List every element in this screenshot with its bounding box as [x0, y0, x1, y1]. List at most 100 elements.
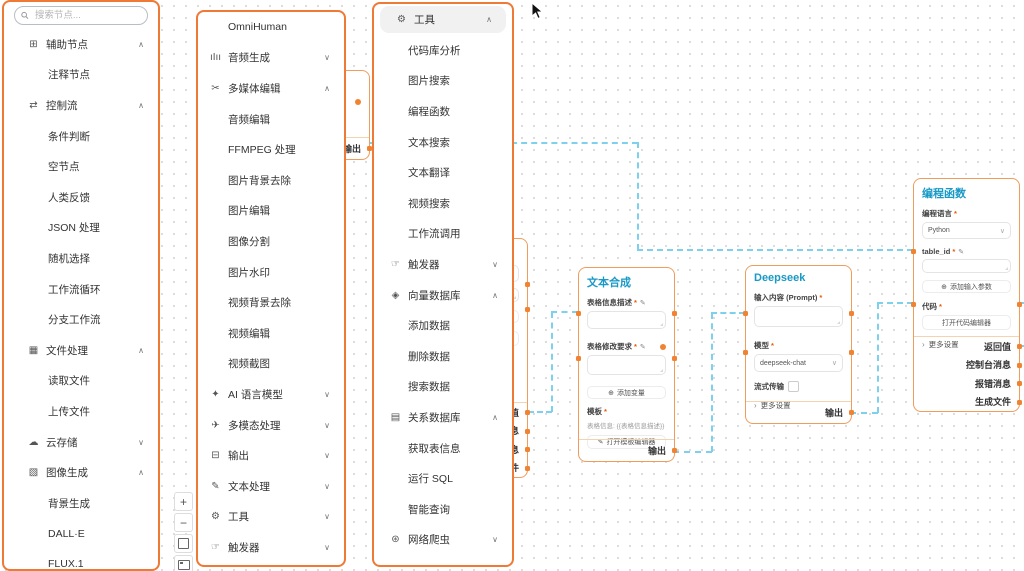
param-input[interactable] [922, 259, 1011, 273]
output-port[interactable] [525, 410, 530, 415]
node-code-function[interactable]: 编程函数 编程语言 * Python ∨ table_id * ✎ ⊕ 添加输入… [911, 178, 1022, 412]
output-port[interactable] [1017, 399, 1022, 405]
node-item[interactable]: 搜索数据 [374, 372, 512, 403]
node-item[interactable]: 添加数据 [374, 310, 512, 341]
category-row[interactable]: ⚙工具∧ [380, 6, 506, 33]
node-item[interactable]: 删除数据 [374, 341, 512, 372]
port[interactable] [672, 311, 677, 316]
port[interactable] [1017, 302, 1022, 307]
node-item[interactable]: 文本搜索 [374, 127, 512, 158]
model-select[interactable]: deepseek-chat ∨ [754, 354, 843, 372]
node-item[interactable]: 运行 SQL [374, 463, 512, 494]
stream-checkbox-row[interactable]: 流式传输 [754, 381, 843, 392]
open-template-editor-button[interactable]: ✎ 打开模板编辑器 [587, 435, 666, 449]
requirement-input[interactable] [587, 355, 666, 375]
eye-icon[interactable] [660, 343, 666, 350]
node-item[interactable]: 人类反馈 [4, 182, 158, 213]
edit-icon[interactable]: ✎ [639, 343, 646, 351]
node-item[interactable]: 空节点 [4, 151, 158, 182]
category-row[interactable]: ✦AI 语言模型∨ [198, 379, 344, 410]
node-item[interactable]: 图片搜索 [374, 66, 512, 97]
output-port[interactable] [1017, 362, 1022, 368]
node-item[interactable]: FLUX.1 [4, 549, 158, 569]
input-port[interactable] [911, 302, 916, 307]
node-deepseek[interactable]: Deepseek 输入内容 (Prompt) * 模型 * deepseek-c… [743, 265, 854, 424]
output-port[interactable] [525, 465, 530, 471]
node-item[interactable]: 图像分割 [198, 226, 344, 257]
category-row[interactable]: ✂多媒体编辑∧ [198, 73, 344, 104]
node-item[interactable]: OmniHuman [198, 12, 344, 43]
category-row[interactable]: ⊛网络爬虫∨ [374, 525, 512, 556]
node-item[interactable]: 代码库分析 [374, 35, 512, 66]
category-row[interactable]: ✈多模态处理∨ [198, 410, 344, 441]
category-row[interactable]: ▤关系数据库∧ [374, 402, 512, 433]
more-settings[interactable]: › 更多设置 [922, 340, 959, 349]
port[interactable] [849, 311, 854, 316]
add-variable-button[interactable]: ⊕ 添加变量 [587, 386, 666, 399]
search-box[interactable] [14, 6, 148, 25]
node-item[interactable]: 条件判断 [4, 121, 158, 152]
port[interactable] [525, 282, 530, 287]
category-row[interactable]: ☞触发器∨ [374, 249, 512, 280]
output-port[interactable] [367, 146, 372, 151]
output-port[interactable] [1017, 344, 1022, 349]
language-select[interactable]: Python ∨ [922, 222, 1011, 239]
output-port[interactable] [849, 410, 854, 415]
output-port[interactable] [672, 448, 677, 453]
input-port[interactable] [743, 311, 748, 316]
prompt-input[interactable] [754, 306, 843, 327]
node-item[interactable]: 读取文件 [4, 366, 158, 397]
port[interactable] [672, 356, 677, 361]
output-port[interactable] [525, 428, 530, 434]
add-param-button[interactable]: ⊕ 添加输入参数 [922, 280, 1011, 293]
checkbox[interactable] [788, 381, 799, 392]
category-row[interactable]: ⇄控制流∧ [4, 90, 158, 121]
desc-input[interactable] [587, 311, 666, 329]
node-item[interactable]: 智能查询 [374, 494, 512, 525]
node-item[interactable]: 视频背景去除 [198, 287, 344, 318]
input-port[interactable] [576, 356, 581, 361]
zoom-in-button[interactable]: + [174, 492, 193, 511]
category-row[interactable]: ☞触发器∨ [198, 532, 344, 563]
port[interactable] [849, 350, 854, 355]
category-row[interactable]: ⊟输出∨ [198, 440, 344, 471]
category-row[interactable]: ⚙工具∨ [198, 502, 344, 533]
edit-icon[interactable]: ✎ [958, 248, 965, 256]
node-item[interactable]: 音频编辑 [198, 104, 344, 135]
node-item[interactable]: 视频截图 [198, 349, 344, 380]
node-item[interactable]: 工作流调用 [374, 219, 512, 250]
edit-icon[interactable]: ✎ [639, 299, 646, 307]
node-item[interactable]: 编程函数 [374, 96, 512, 127]
port[interactable] [525, 307, 530, 312]
node-item[interactable]: JSON 处理 [4, 213, 158, 244]
input-port[interactable] [911, 249, 916, 254]
node-item[interactable]: FFMPEG 处理 [198, 134, 344, 165]
node-item[interactable]: 背景生成 [4, 488, 158, 519]
node-item[interactable]: 注释节点 [4, 60, 158, 91]
open-code-editor-button[interactable]: 打开代码编辑器 [922, 315, 1011, 330]
node-item[interactable]: 随机选择 [4, 243, 158, 274]
output-port[interactable] [525, 447, 530, 452]
node-text-compose[interactable]: 文本合成 表格信息描述 * ✎ 表格修改要求 * ✎ ⊕ 添加变量 模板 * 表… [576, 267, 677, 462]
node-item[interactable]: 图片背景去除 [198, 165, 344, 196]
category-row[interactable]: ✎文本处理∨ [198, 471, 344, 502]
input-port[interactable] [743, 350, 748, 355]
input-port[interactable] [576, 311, 581, 316]
fit-view-button[interactable] [174, 534, 193, 553]
category-row[interactable]: ▦文件处理∧ [4, 335, 158, 366]
minimap-button[interactable] [174, 555, 193, 571]
category-row[interactable]: ◈向量数据库∧ [374, 280, 512, 311]
node-item[interactable]: 上传文件 [4, 396, 158, 427]
node-item[interactable]: 图片编辑 [198, 196, 344, 227]
node-item[interactable]: 图片水印 [198, 257, 344, 288]
node-item[interactable]: 视频编辑 [198, 318, 344, 349]
output-port[interactable] [1017, 381, 1022, 386]
node-item[interactable]: 获取表信息 [374, 433, 512, 464]
node-item[interactable]: 工作流循环 [4, 274, 158, 305]
zoom-out-button[interactable]: − [174, 513, 193, 532]
category-row[interactable]: ⊞辅助节点∧ [4, 29, 158, 60]
more-settings[interactable]: › 更多设置 [754, 401, 791, 410]
node-item[interactable]: 分支工作流 [4, 304, 158, 335]
